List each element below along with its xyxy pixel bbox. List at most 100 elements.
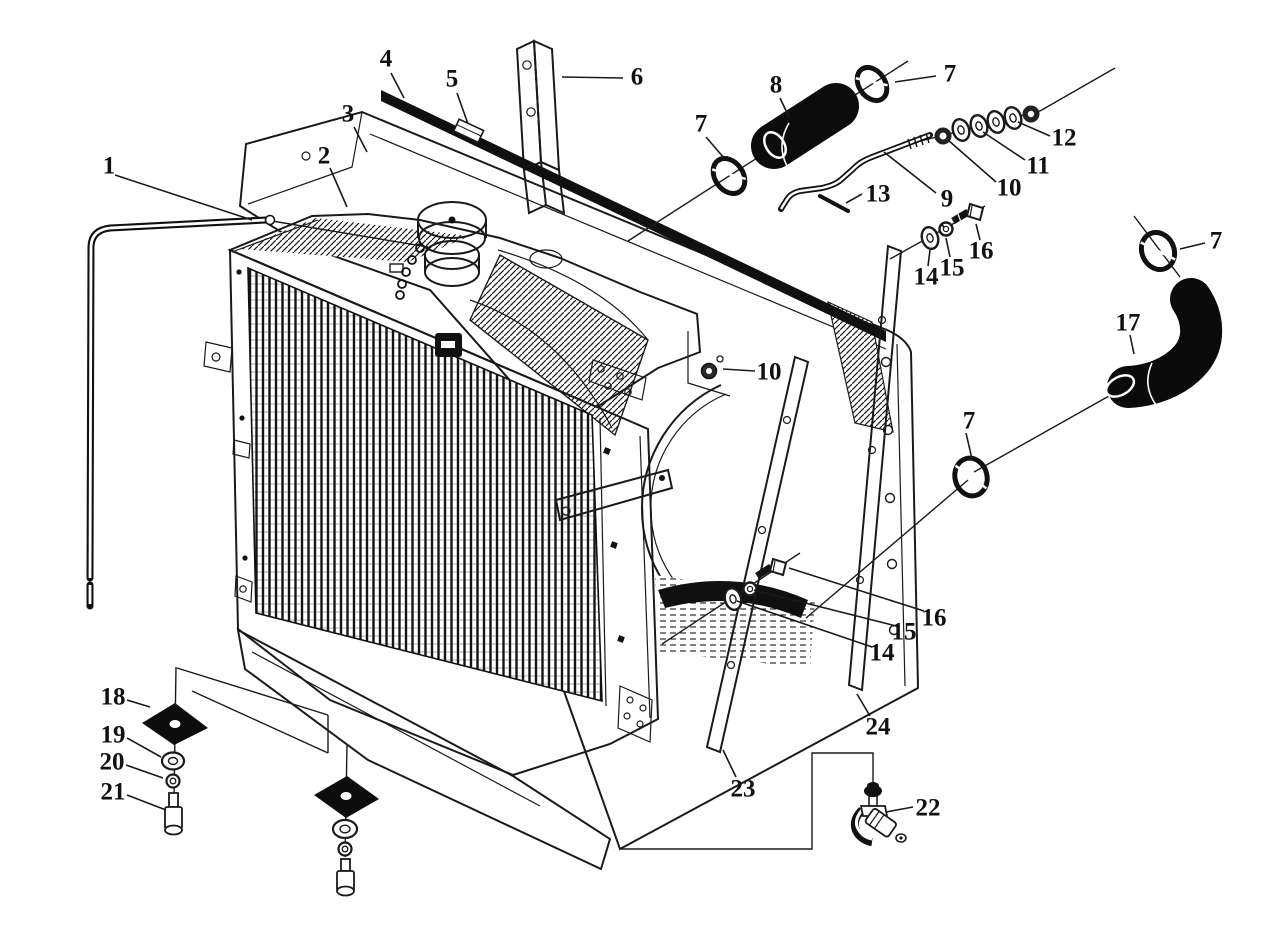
callout-leader [788,567,925,612]
callout-3: 3 [342,101,368,153]
callout-12: 12 [1017,121,1077,152]
radiator [203,201,702,871]
callout-leader [947,139,997,183]
callout-24: 24 [856,693,892,741]
tank-boss [529,249,563,269]
frame-bolt-dots [236,269,248,561]
callout-leader [390,72,405,99]
overflow-nipple [389,263,404,273]
retainer-rod [818,194,850,213]
callout-leader [945,237,951,258]
lock-washer [938,221,954,237]
shroud-funnel-hatch [827,300,894,433]
callout-1: 1 [103,153,253,221]
radiator-frame [228,248,660,777]
top-right-bracket-plate [588,359,647,401]
callout-10: 10 [722,359,782,386]
lower-hose [1104,278,1223,408]
hose-clamp [854,64,890,104]
callout-leader [894,75,937,83]
callout-2: 2 [318,143,348,208]
pipe-end-nut [1022,105,1040,123]
locator-line [620,752,874,850]
callout-16: 16 [788,567,947,632]
callout-leader [753,589,897,627]
lock-washer [742,581,758,597]
callout-leader [883,151,937,194]
callout-leader [1179,242,1206,250]
callout-label: 6 [631,64,644,91]
bolt [755,557,788,579]
callout-4: 4 [380,46,405,99]
callout-label: 19 [101,722,126,749]
callout-9: 9 [883,151,953,213]
side-channel-bolts [603,447,625,643]
lower-support-line [251,651,541,807]
overflow-pipe [778,132,933,212]
callout-label: 18 [101,684,126,711]
callout-10: 10 [947,139,1022,202]
assembly-axis-line [805,479,969,619]
radiator-cap [389,201,487,300]
callout-label: 17 [1116,310,1141,337]
callout-leader [456,92,469,125]
tube-tip [264,214,276,226]
callout-label: 10 [997,175,1022,202]
callout-label: 7 [963,408,976,435]
callout-8: 8 [770,72,790,118]
transition-duct-hatch [469,254,649,437]
upper-support-bracket [515,39,566,215]
strip-clip [452,118,485,144]
callout-leader [353,126,368,153]
callout-label: 21 [101,779,126,806]
mount-pad-set [314,776,379,897]
callout-7: 7 [695,111,725,159]
callout-label: 7 [695,111,708,138]
callout-16: 16 [969,223,994,265]
callout-label: 7 [944,61,957,88]
callout-21: 21 [101,779,167,811]
shroud-left-step [247,111,363,205]
callout-5: 5 [446,66,469,125]
assembly-axis-line [1039,67,1116,112]
callout-leader [126,699,151,708]
callout-leader [1129,334,1135,355]
panel-notch [687,331,731,397]
callout-leader [705,136,725,159]
callout-label: 4 [380,46,393,73]
pad-bolt [164,792,183,836]
pipe-nut [934,127,952,145]
callout-leader [561,76,624,79]
pad-bolt [336,858,355,897]
callout-14: 14 [914,249,940,291]
callout-leader [125,764,164,779]
callout-label: 23 [731,776,756,803]
callout-leader [975,223,981,241]
callout-leader [885,806,914,813]
side-strap-24 [847,244,903,692]
callout-leader [982,131,1026,161]
bolt [951,202,985,225]
callout-leader [114,174,253,221]
seal-strip [381,90,886,342]
callout-label: 7 [1210,228,1223,255]
assembly-axis-line [973,395,1110,473]
callout-label: 8 [770,72,783,99]
callout-6: 6 [561,64,644,91]
hose-clamp [1138,230,1178,272]
callout-7: 7 [894,61,957,88]
callout-label: 24 [866,714,892,741]
top-tank [227,212,702,409]
callout-label: 16 [922,605,947,632]
side-channel-lines [599,417,651,719]
side-strap-23 [705,355,810,754]
callout-label: 20 [100,749,125,776]
callout-leader [845,193,863,204]
callout-22: 22 [885,795,941,822]
callout-15: 15 [753,589,917,646]
callout-label: 14 [914,264,940,291]
callout-leader [736,600,873,648]
